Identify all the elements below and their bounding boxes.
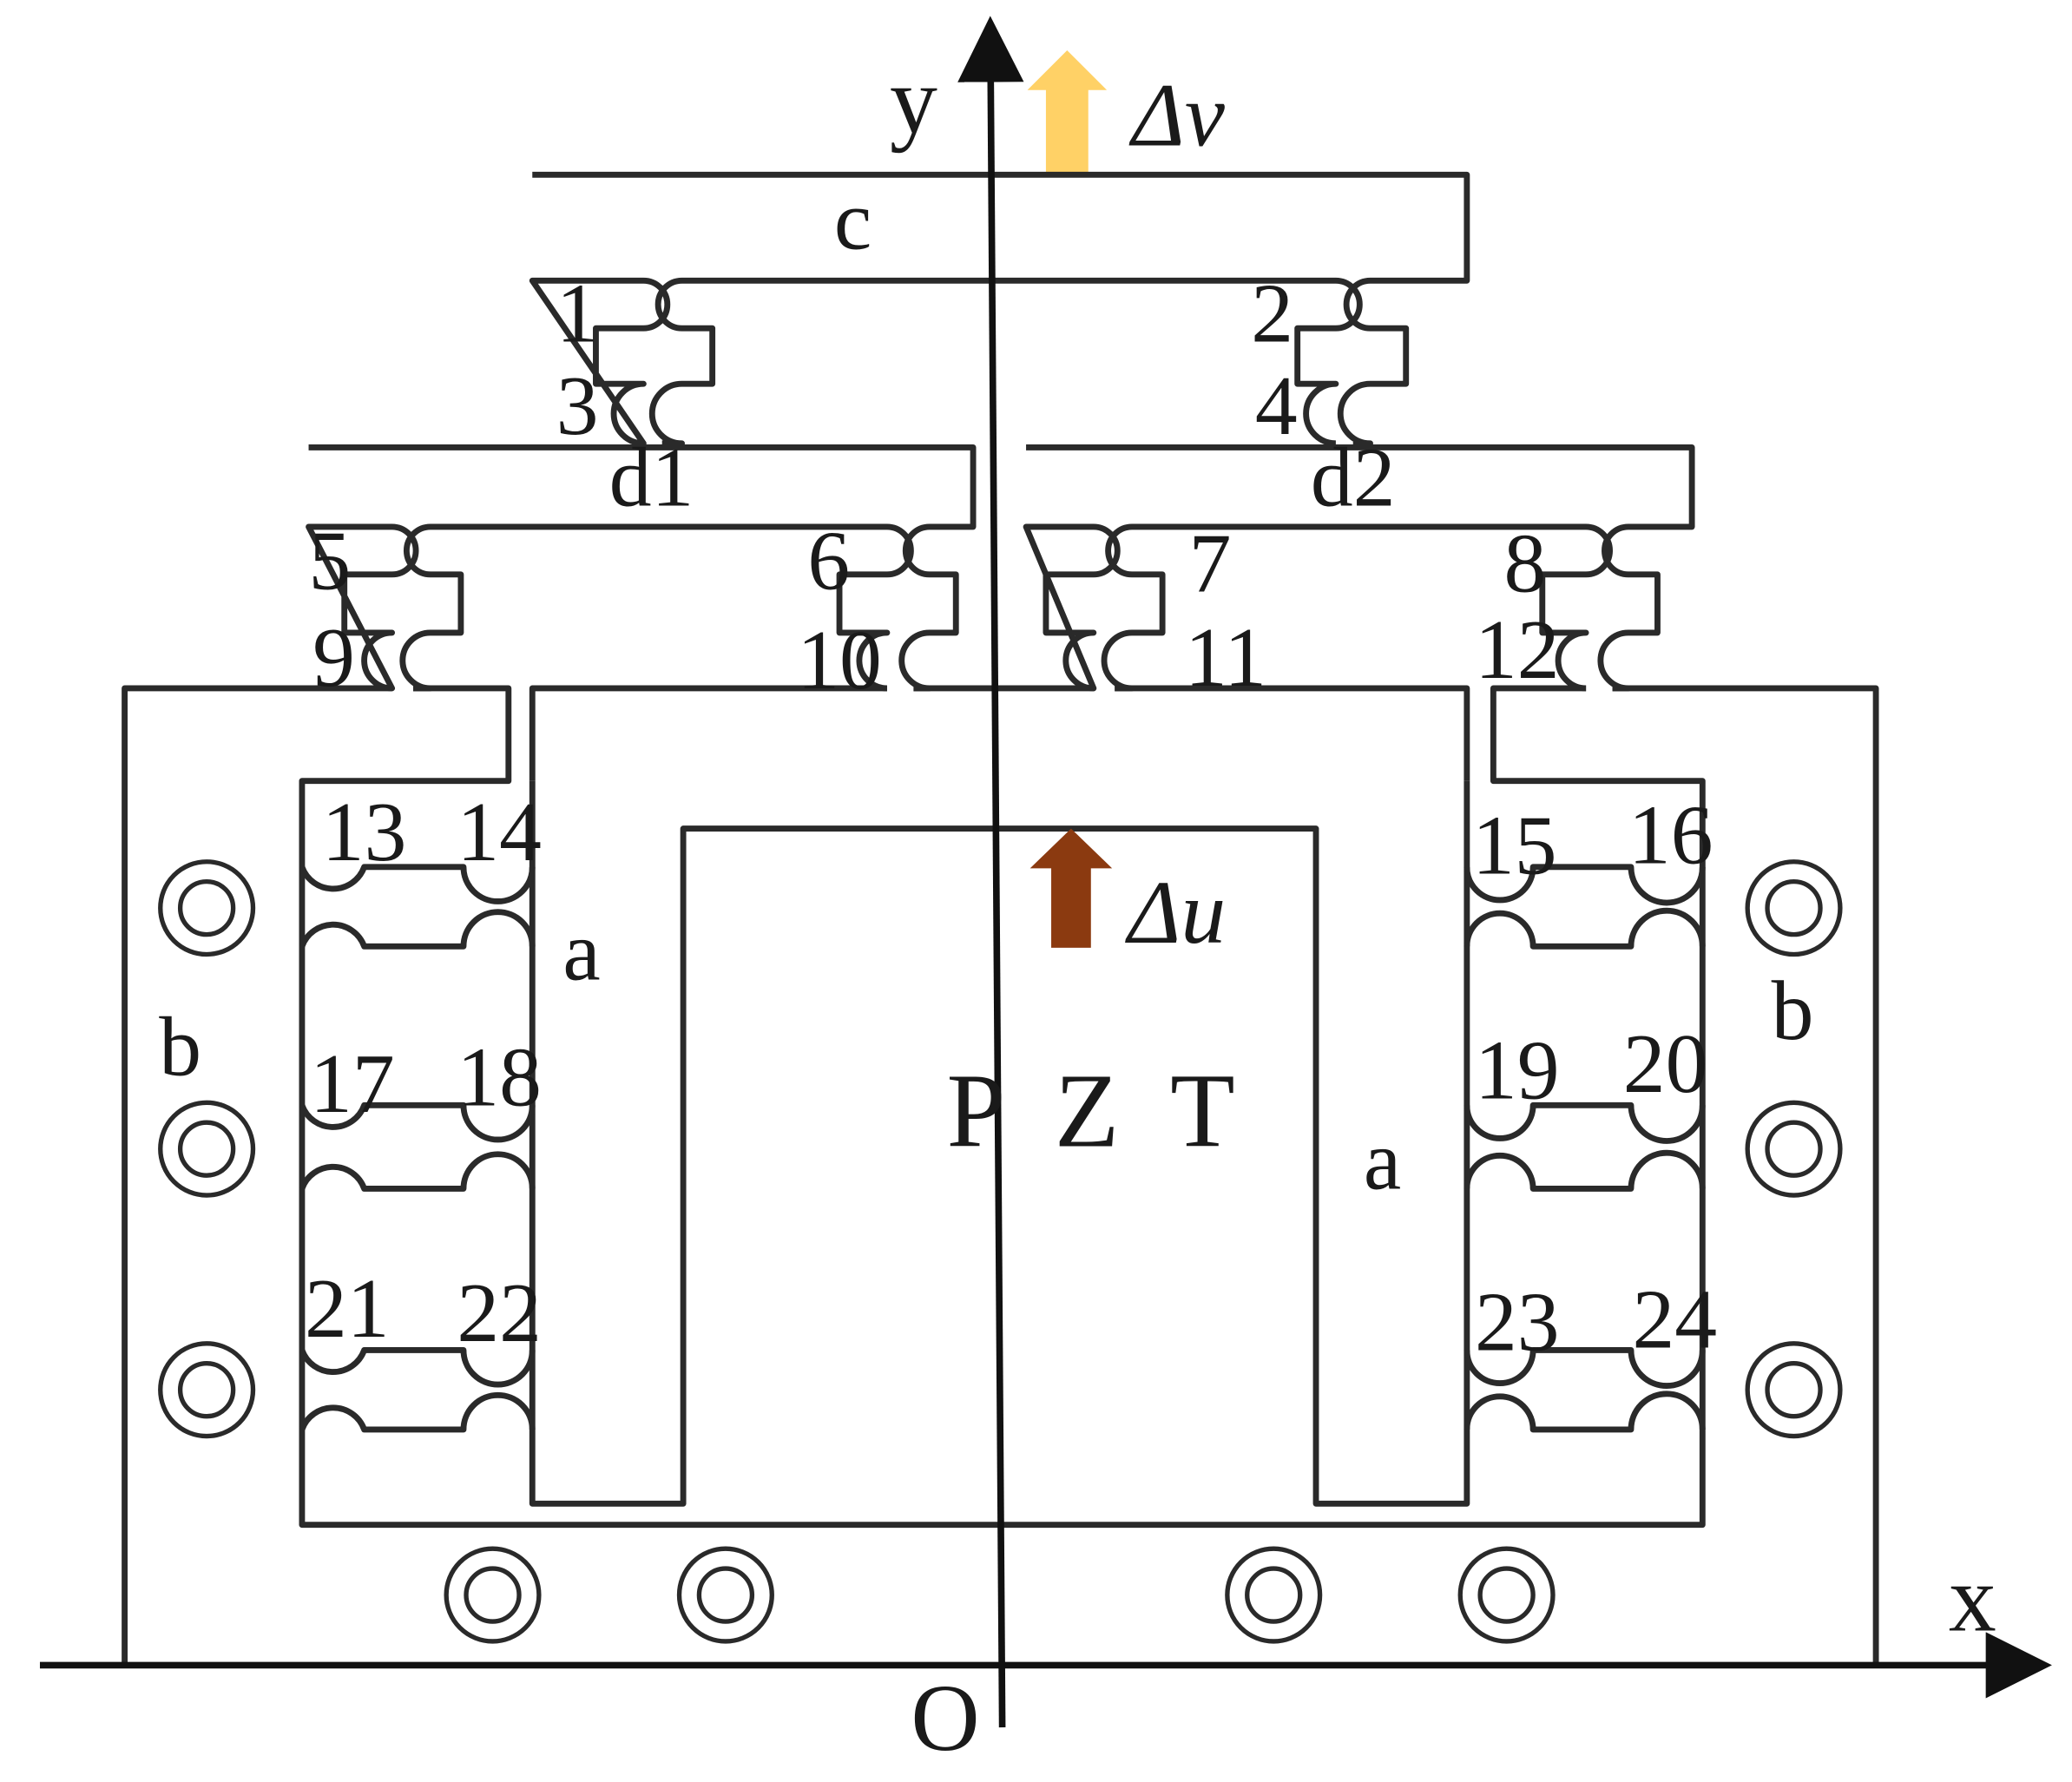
hinge-label: 9 bbox=[312, 611, 355, 705]
part-label-d2: d2 bbox=[1311, 431, 1396, 525]
input-arrow-icon bbox=[1029, 828, 1113, 948]
right-hinge-column bbox=[1464, 864, 1706, 1433]
hinge-label: 18 bbox=[457, 1030, 542, 1124]
bolt-hole-icon bbox=[1225, 1546, 1323, 1644]
output-stage-c bbox=[529, 171, 1470, 447]
hinge-label: 10 bbox=[797, 614, 882, 707]
bolt-holes bbox=[158, 859, 1843, 1644]
hinge-label: 6 bbox=[807, 515, 850, 608]
origin-label: O bbox=[911, 1665, 979, 1771]
hinge-label: 13 bbox=[322, 786, 407, 879]
hinge-label: 8 bbox=[1504, 517, 1547, 611]
hinge-label: 1 bbox=[556, 266, 599, 360]
part-label-a-left: a bbox=[562, 904, 600, 998]
hinge-label: 21 bbox=[305, 1262, 390, 1356]
hinge-label: 15 bbox=[1472, 799, 1557, 892]
y-axis bbox=[957, 16, 1024, 1728]
bolt-hole-icon bbox=[1745, 1341, 1843, 1439]
lever-a-left bbox=[529, 780, 1470, 1507]
bolt-hole-icon bbox=[158, 1341, 256, 1439]
hinge-label: 12 bbox=[1475, 603, 1560, 697]
intermediate-stage-d2 bbox=[1023, 444, 1695, 692]
x-axis-label: x bbox=[1949, 1546, 1996, 1652]
hinge-label: 20 bbox=[1623, 1017, 1708, 1111]
pzt-label: P Z T bbox=[947, 1053, 1248, 1170]
intermediate-stage-d1 bbox=[306, 444, 977, 692]
hinge-label: 17 bbox=[310, 1037, 395, 1131]
hinge-label: 16 bbox=[1628, 788, 1714, 882]
hinge-number-labels: 1 2 3 4 5 6 7 8 9 10 11 12 13 14 15 16 1… bbox=[305, 266, 1717, 1369]
part-label-b-right: b bbox=[1772, 964, 1814, 1058]
hinge-label: 11 bbox=[1185, 611, 1266, 705]
left-hinge-column bbox=[299, 864, 536, 1433]
hinge-label: 7 bbox=[1189, 517, 1232, 611]
bolt-hole-icon bbox=[1745, 859, 1843, 957]
hinge-label: 22 bbox=[457, 1266, 542, 1360]
output-displacement-label: Δv bbox=[1128, 67, 1226, 166]
hinge-label: 19 bbox=[1475, 1024, 1560, 1118]
hinge-label: 14 bbox=[457, 786, 542, 879]
hinge-label: 23 bbox=[1475, 1275, 1560, 1369]
hinge-label: 4 bbox=[1255, 359, 1298, 453]
part-label-c: c bbox=[834, 174, 872, 268]
input-displacement-label: Δu bbox=[1124, 864, 1226, 963]
bolt-hole-icon bbox=[158, 859, 256, 957]
hinge-label: 5 bbox=[309, 515, 352, 608]
hinge-label: 24 bbox=[1632, 1272, 1717, 1366]
part-label-d1: d1 bbox=[609, 431, 694, 525]
bolt-hole-icon bbox=[444, 1546, 542, 1644]
hinge-label: 2 bbox=[1251, 266, 1293, 360]
part-label-b-left: b bbox=[159, 1000, 201, 1094]
bolt-hole-icon bbox=[158, 1100, 256, 1198]
y-axis-label: y bbox=[890, 47, 937, 153]
hinge-label: 3 bbox=[556, 359, 599, 453]
part-label-a-right: a bbox=[1364, 1114, 1401, 1207]
bolt-hole-icon bbox=[676, 1546, 774, 1644]
output-arrow-icon bbox=[1027, 49, 1108, 175]
base-inner-edge bbox=[529, 685, 1470, 781]
bolt-hole-icon bbox=[1745, 1100, 1843, 1198]
bolt-hole-icon bbox=[1457, 1546, 1556, 1644]
